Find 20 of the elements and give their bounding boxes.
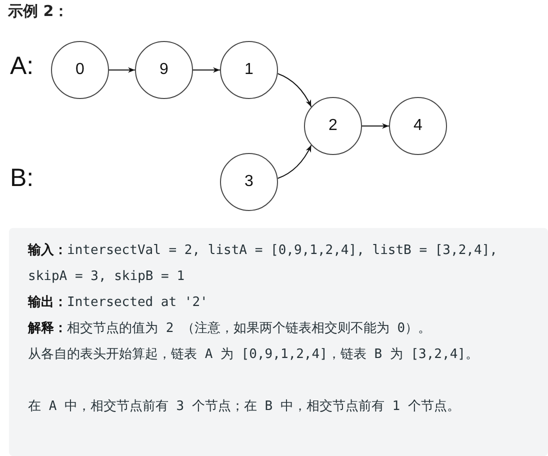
example-text: 从各自的表头开始算起，链表 A 为 [0,9,1,2,4]，链表 B 为 [3,2,4]。	[28, 346, 480, 364]
node-value: 2	[328, 117, 338, 135]
arrow	[277, 144, 312, 179]
example-text: 输入：intersectVal = 2, listA = [0,9,1,2,4], listB = [3,2,4], skipA = 3, skipB = 1	[28, 242, 498, 286]
arrow	[362, 123, 390, 129]
example-text: 解释：相交节点的值为 2 （注意，如果两个链表相交则不能为 0）。	[28, 320, 432, 338]
list-label: B:	[10, 164, 34, 193]
node-value: 3	[244, 173, 254, 191]
list-label: A:	[10, 52, 34, 81]
section-heading: 示例 2：	[8, 2, 69, 21]
arrow	[192, 67, 220, 73]
arrow	[108, 67, 136, 73]
node-value: 9	[160, 61, 168, 79]
node-value: 1	[244, 61, 254, 79]
node-value: 0	[76, 61, 84, 79]
example-text: 在 A 中，相交节点前有 3 个节点；在 B 中，相交节点前有 1 个节点。	[28, 398, 461, 416]
arrow	[277, 73, 312, 108]
example-text: 输出：Intersected at '2'	[28, 294, 209, 312]
node-value: 4	[414, 117, 422, 135]
list-node-circle	[304, 97, 362, 155]
